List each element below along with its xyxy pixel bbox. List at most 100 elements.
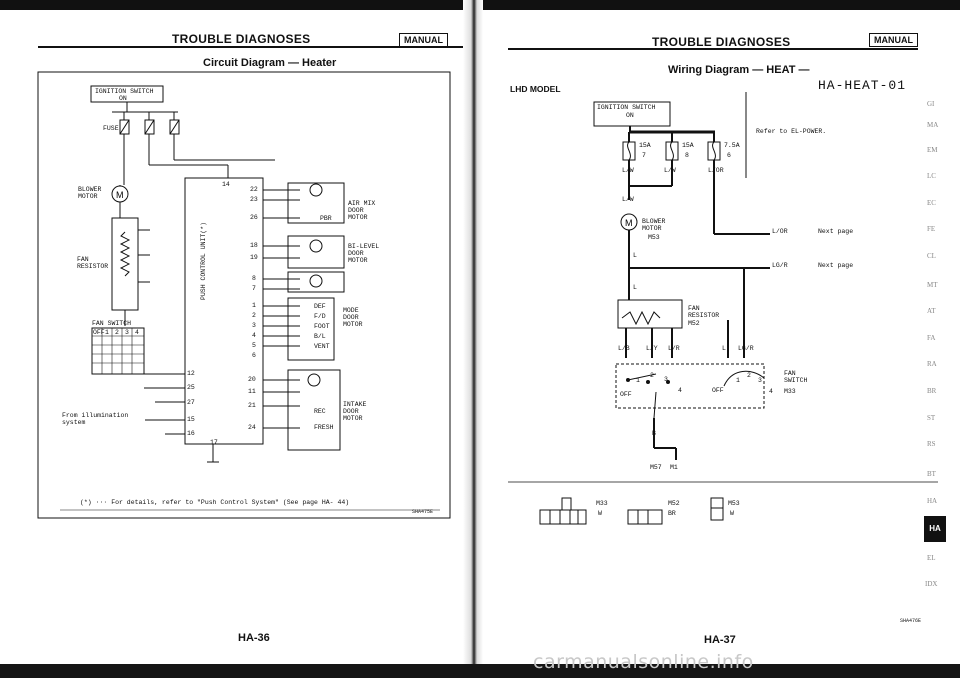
pin-7: 7 (252, 285, 256, 292)
pin-4: 4 (252, 332, 256, 339)
side-tab-at[interactable]: AT (927, 307, 936, 315)
side-tab-el[interactable]: EL (927, 554, 936, 562)
diagram-id: HA-HEAT-01 (818, 78, 907, 93)
fan-resistor-connector: M52 (688, 320, 700, 327)
air-mix-label: AIR MIX DOOR MOTOR (348, 200, 376, 221)
wire-lw-2: L/W (664, 167, 676, 174)
intake-rec: REC (314, 408, 326, 415)
next-page-lor-text: Next page (818, 228, 854, 235)
left-fan-switch-col-3: 3 (125, 329, 129, 336)
switch-pos-3-right: 3 (758, 377, 762, 384)
mode-fd: F/D (314, 313, 326, 320)
wire-lgr: LG/R (738, 345, 754, 352)
left-title: Circuit Diagram — Heater (203, 57, 337, 69)
left-fan-switch-col-2: 2 (115, 329, 119, 336)
left-fan-switch-col-4: 4 (135, 329, 139, 336)
wire-lor: L/OR (708, 167, 724, 174)
ground-m57: M57 (650, 464, 662, 471)
left-fuse-label: FUSE (103, 125, 119, 132)
right-ignition-on: ON (626, 112, 634, 119)
pin-16: 16 (187, 430, 195, 437)
right-blower-label: BLOWER MOTOR (642, 218, 666, 232)
next-page-lor-wire: L/OR (772, 228, 788, 235)
mode-def: DEF (314, 303, 326, 310)
side-tab-fe[interactable]: FE (927, 225, 936, 233)
side-tab-em[interactable]: EM (927, 146, 938, 154)
left-fan-switch-col-1: 1 (105, 329, 109, 336)
switch-pos-off-right: OFF (712, 387, 724, 394)
side-tab-st[interactable]: ST (927, 414, 936, 422)
right-fan-resistor-label: FAN RESISTOR (688, 305, 720, 319)
wire-lr: L/R (668, 345, 680, 352)
wire-l-1: L (633, 252, 637, 259)
pin-23: 23 (250, 196, 258, 203)
fuse-num-8: 8 (685, 152, 689, 159)
switch-pos-1-left: 1 (636, 377, 640, 384)
pin-26: 26 (250, 214, 258, 221)
pin-6: 6 (252, 352, 256, 359)
right-header-rule (508, 48, 918, 50)
wire-l-2: L (633, 284, 637, 291)
conn-m33-color: W (598, 510, 602, 517)
pin-15: 15 (187, 416, 195, 423)
side-tab-rs[interactable]: RS (927, 440, 936, 448)
watermark: carmanualsonline.info (533, 651, 754, 673)
mode-bl: B/L (314, 333, 326, 340)
refer-el-power: Refer to EL-POWER. (756, 128, 827, 135)
side-tab-ec[interactable]: EC (927, 199, 936, 207)
pin-22: 22 (250, 186, 258, 193)
side-tab-ma[interactable]: MA (927, 121, 939, 129)
right-header: TROUBLE DIAGNOSES (652, 35, 791, 49)
svg-text:M: M (625, 218, 633, 228)
wire-l-3: L (722, 345, 726, 352)
left-figure-id: SHA475E (412, 509, 434, 515)
switch-pos-2-right: 2 (747, 372, 751, 379)
left-header-rule (38, 46, 463, 48)
conn-m53: M53 (728, 500, 740, 507)
pin-17: 17 (210, 439, 218, 446)
wire-lb: L/B (618, 345, 630, 352)
intake-fresh: FRESH (314, 424, 334, 431)
blower-connector: M53 (648, 234, 660, 241)
side-tab-ra[interactable]: RA (927, 360, 937, 368)
pin-3: 3 (252, 322, 256, 329)
side-tab-ha-active[interactable]: HA (924, 516, 946, 542)
side-tab-fa[interactable]: FA (927, 334, 936, 342)
right-figure-id: SHA476E (900, 618, 922, 624)
side-tab-idx[interactable]: IDX (925, 580, 938, 588)
pin-1: 1 (252, 302, 256, 309)
left-ignition-on: ON (119, 95, 127, 102)
side-tab-mt[interactable]: MT (927, 281, 938, 289)
pin-20: 20 (248, 376, 256, 383)
book-gutter (463, 0, 483, 678)
fan-switch-connector: M33 (784, 388, 796, 395)
pin-11: 11 (248, 388, 256, 395)
pin-5: 5 (252, 342, 256, 349)
switch-pos-2-left: 2 (650, 372, 654, 379)
switch-pos-off-left: OFF (620, 391, 632, 398)
mode-door-label: MODE DOOR MOTOR (343, 307, 363, 328)
pin-24: 24 (248, 424, 256, 431)
conn-m33: M33 (596, 500, 608, 507)
right-page-number: HA-37 (704, 634, 736, 646)
side-tab-lc[interactable]: LC (927, 172, 936, 180)
side-tab-bt[interactable]: BT (927, 470, 936, 478)
pin-14: 14 (222, 181, 230, 188)
side-tab-cl[interactable]: CL (927, 252, 936, 260)
mode-foot: FOOT (314, 323, 330, 330)
illumination-label: From illumination system (62, 412, 129, 426)
pin-19: 19 (250, 254, 258, 261)
left-ignition-label: IGNITION SWITCH (95, 88, 154, 95)
fuse-num-6: 6 (727, 152, 731, 159)
next-page-lgr-wire: LG/R (772, 262, 788, 269)
left-fan-switch-label: FAN SWITCH (92, 320, 132, 327)
intake-door-label: INTAKE DOOR MOTOR (343, 401, 367, 422)
pbr-label: PBR (320, 215, 332, 222)
side-tab-br[interactable]: BR (927, 387, 937, 395)
left-fan-resistor-label: FAN RESISTOR (77, 256, 109, 270)
side-tab-gi[interactable]: GI (927, 100, 935, 108)
side-tab-ha-inactive[interactable]: HA (927, 497, 938, 505)
switch-pos-3-left: 3 (664, 376, 668, 383)
right-title: Wiring Diagram — HEAT — (668, 64, 810, 76)
